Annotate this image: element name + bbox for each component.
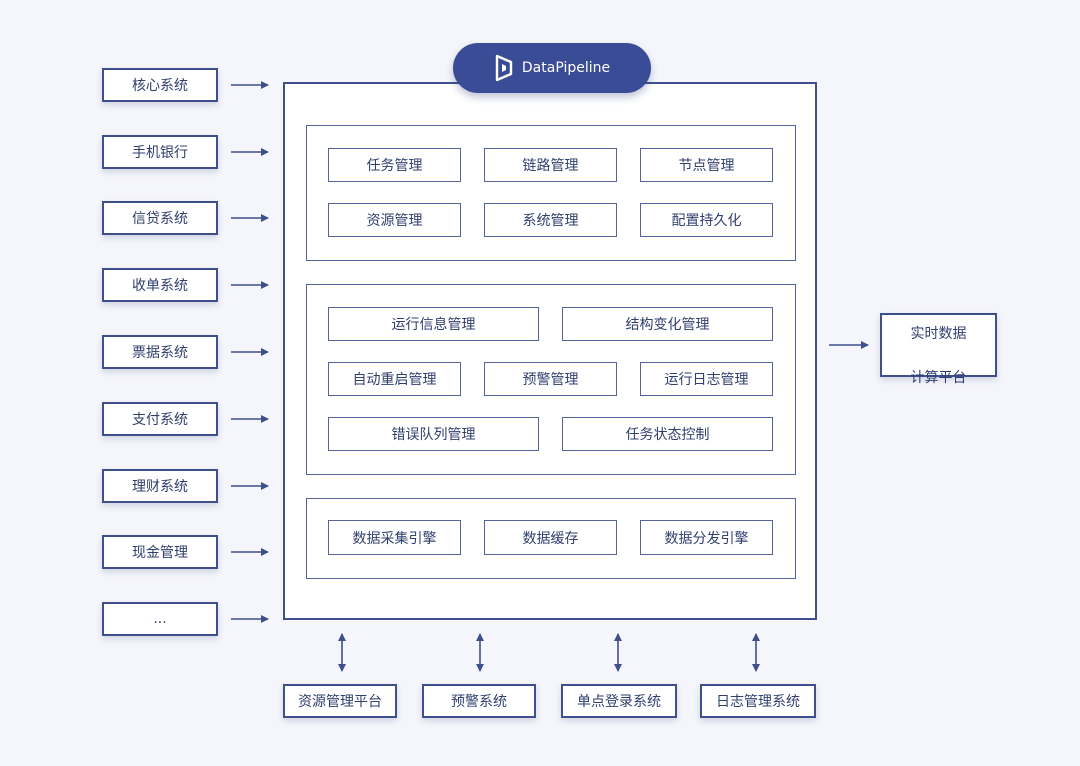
- source-bill: 票据系统: [102, 335, 218, 369]
- module-runtime-log: 运行日志管理: [640, 362, 773, 396]
- source-credit: 信贷系统: [102, 201, 218, 235]
- module-error-queue: 错误队列管理: [328, 417, 539, 451]
- datapipeline-logo-pill: DataPipeline: [453, 43, 651, 93]
- source-core: 核心系统: [102, 68, 218, 102]
- service-log-system: 日志管理系统: [700, 684, 816, 718]
- module-node-management: 节点管理: [640, 148, 773, 182]
- module-runtime-info: 运行信息管理: [328, 307, 539, 341]
- operations-group: 运行信息管理 结构变化管理 自动重启管理 预警管理 运行日志管理 错误队列管理 …: [306, 284, 796, 475]
- module-data-collection-engine: 数据采集引擎: [328, 520, 461, 555]
- source-payment: 支付系统: [102, 402, 218, 436]
- engine-group: 数据采集引擎 数据缓存 数据分发引擎: [306, 498, 796, 579]
- module-link-management: 链路管理: [484, 148, 617, 182]
- datapipeline-logo-icon: [494, 54, 514, 82]
- datapipeline-core: 任务管理 链路管理 节点管理 资源管理 系统管理 配置持久化 运行信息管理 结构…: [283, 82, 817, 620]
- source-mobile-bank: 手机银行: [102, 135, 218, 169]
- module-data-cache: 数据缓存: [484, 520, 617, 555]
- service-alert-system: 预警系统: [422, 684, 536, 718]
- source-cash: 现金管理: [102, 535, 218, 569]
- service-sso-system: 单点登录系统: [561, 684, 677, 718]
- service-resource-platform: 资源管理平台: [283, 684, 397, 718]
- module-task-state-control: 任务状态控制: [562, 417, 773, 451]
- source-acquiring: 收单系统: [102, 268, 218, 302]
- brand-name: DataPipeline: [521, 60, 611, 76]
- module-auto-restart: 自动重启管理: [328, 362, 461, 396]
- module-resource-management: 资源管理: [328, 203, 461, 237]
- module-alert-management: 预警管理: [484, 362, 617, 396]
- module-task-management: 任务管理: [328, 148, 461, 182]
- output-realtime-platform: 实时数据 计算平台: [880, 313, 997, 386]
- source-wealth: 理财系统: [102, 469, 218, 503]
- output-line-1: 实时数据: [910, 326, 967, 342]
- output-line-2: 计算平台: [910, 370, 967, 386]
- module-system-management: 系统管理: [484, 203, 617, 237]
- management-group: 任务管理 链路管理 节点管理 资源管理 系统管理 配置持久化: [306, 125, 796, 261]
- module-data-distribution-engine: 数据分发引擎: [640, 520, 773, 555]
- module-schema-change: 结构变化管理: [562, 307, 773, 341]
- module-config-persistence: 配置持久化: [640, 203, 773, 237]
- source-more: ...: [102, 602, 218, 636]
